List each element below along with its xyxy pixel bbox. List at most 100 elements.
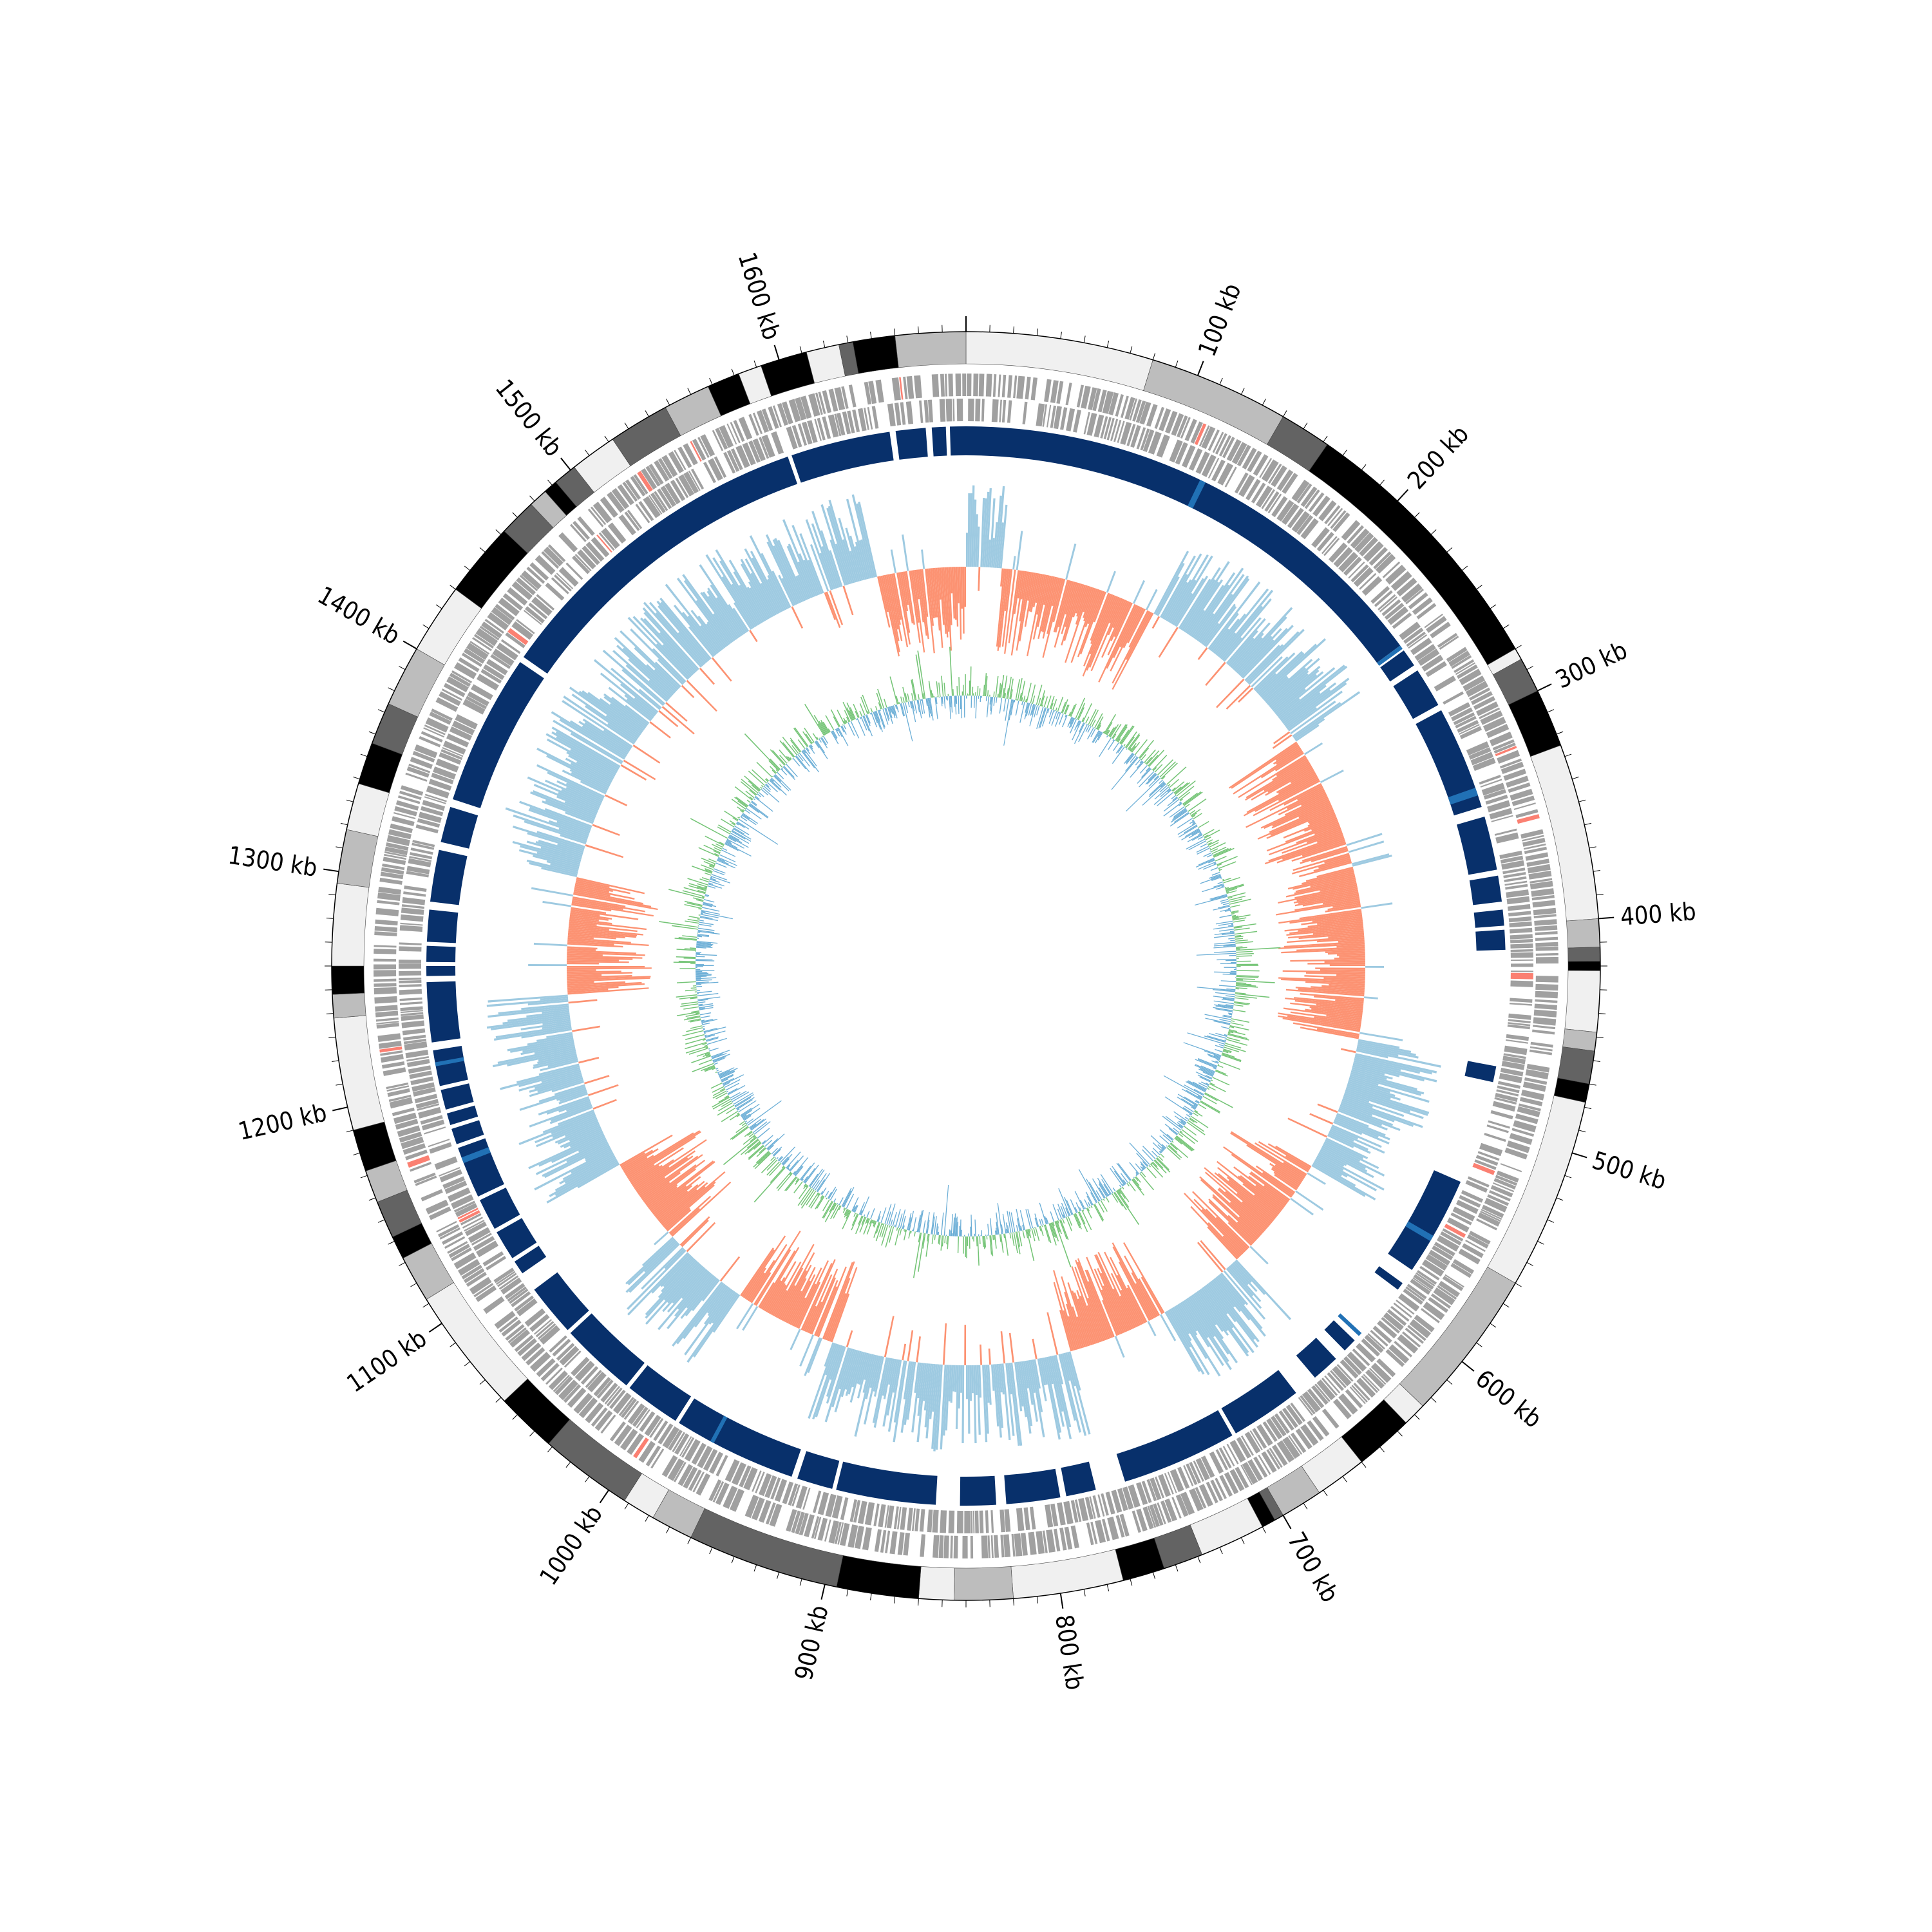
- gc-skew-bar: [1171, 555, 1213, 625]
- gc-content-bar: [690, 818, 728, 839]
- gc-skew-bar: [1258, 652, 1305, 696]
- gc-content-bar: [922, 693, 925, 699]
- gc-skew-bar: [786, 1267, 816, 1323]
- gc-content-bar: [1193, 1112, 1198, 1117]
- gc-content-bar: [730, 1113, 740, 1121]
- gc-skew-bar: [1347, 1084, 1391, 1100]
- gene-feature: [1195, 1486, 1207, 1509]
- gc-content-bar: [1046, 695, 1052, 708]
- similarity-block-35: [426, 909, 459, 943]
- gc-content-bar: [844, 1209, 848, 1215]
- gene-feature: [413, 1172, 436, 1184]
- gc-content-bar: [1075, 1202, 1081, 1212]
- gc-content-bar: [1150, 1135, 1166, 1150]
- gc-content-bar: [1106, 730, 1110, 735]
- gene-feature: [462, 699, 486, 715]
- gc-content-bar: [1170, 1143, 1178, 1151]
- gc-content-bar: [748, 770, 765, 786]
- gene-feature: [545, 582, 565, 601]
- gc-content-bar: [822, 1200, 833, 1218]
- gc-skew-bar: [708, 596, 739, 639]
- gc-skew-bar: [1240, 1175, 1284, 1209]
- gene-feature: [1535, 956, 1558, 964]
- gene-feature: [828, 388, 838, 412]
- gc-skew-bar: [656, 600, 709, 662]
- minor-tick: [1303, 422, 1308, 430]
- gc-skew-bar: [1184, 1299, 1232, 1370]
- gc-skew-bar: [932, 568, 938, 618]
- gc-skew-bar: [1199, 1176, 1264, 1235]
- gene-feature: [1210, 1479, 1223, 1502]
- gene-feature: [423, 727, 445, 738]
- gc-content-bar: [1078, 1169, 1098, 1203]
- gc-content-bar: [1134, 739, 1148, 755]
- gene-feature: [939, 399, 946, 422]
- gc-content-bar: [1182, 1106, 1193, 1114]
- gene-feature: [1531, 895, 1555, 901]
- gc-skew-bar: [1304, 975, 1365, 979]
- tick-label-900: 900 kb: [790, 1603, 834, 1683]
- gene-feature: [1314, 1383, 1331, 1403]
- gc-skew-bar: [535, 1139, 607, 1175]
- gc-content-bar: [701, 1019, 714, 1023]
- similarity-accent-3: [1405, 1221, 1434, 1242]
- gc-skew-bar: [1017, 570, 1023, 599]
- gc-content-bar: [1084, 1199, 1089, 1208]
- gc-skew-bar: [1287, 706, 1318, 730]
- gene-feature: [852, 409, 860, 433]
- gc-content-bar: [1204, 1050, 1221, 1057]
- gene-feature: [465, 696, 488, 710]
- gene-feature: [519, 574, 538, 591]
- gc-content-bar: [1036, 705, 1040, 715]
- gene-feature: [1416, 1272, 1435, 1287]
- gene-feature: [500, 639, 521, 654]
- gc-skew-bar: [1061, 1353, 1071, 1381]
- gc-content-bar: [1236, 956, 1237, 958]
- gc-skew-bar: [744, 548, 781, 614]
- tick-label-1200: 1200 kb: [236, 1098, 330, 1146]
- gc-skew-bar: [893, 1360, 907, 1443]
- gc-content-bar: [752, 769, 767, 784]
- gc-skew-bar: [623, 1157, 648, 1173]
- gc-content-bar: [1231, 961, 1236, 963]
- gene-feature: [1264, 491, 1280, 512]
- gc-content-bar: [739, 1121, 745, 1126]
- gc-skew-bar: [1319, 1150, 1347, 1166]
- gene-feature: [1513, 1120, 1537, 1133]
- gc-content-bar: [965, 1236, 966, 1257]
- gc-content-bar: [699, 878, 709, 883]
- gc-skew-bar: [1155, 563, 1185, 616]
- similarity-block-0: [966, 426, 1401, 663]
- gc-skew-bar: [1324, 960, 1365, 963]
- gene-feature: [374, 926, 398, 933]
- similarity-block-38: [453, 661, 544, 808]
- gc-content-bar: [696, 976, 707, 978]
- gc-skew-bar: [639, 1155, 699, 1198]
- gc-skew-bar: [1110, 601, 1130, 641]
- gc-skew-bar: [1227, 1177, 1277, 1218]
- gc-content-bar: [1099, 1187, 1106, 1198]
- gc-content-bar: [848, 722, 855, 736]
- gene-feature: [802, 1488, 811, 1510]
- gc-content-bar: [945, 1235, 947, 1236]
- gene-feature: [1304, 489, 1320, 509]
- gc-skew-bar: [987, 539, 991, 568]
- gc-skew-bar: [527, 776, 600, 810]
- gc-skew-bar: [625, 705, 650, 724]
- gc-content-bar: [1116, 726, 1128, 743]
- gc-skew-bar: [1336, 944, 1365, 948]
- gc-content-bar: [1117, 1189, 1121, 1194]
- gc-skew-bar: [649, 721, 671, 739]
- gc-content-bar: [984, 673, 987, 697]
- gc-skew-bar: [568, 928, 638, 936]
- gc-skew-bar: [1199, 575, 1249, 643]
- gene-feature: [439, 1227, 461, 1240]
- gc-content-bar: [1148, 772, 1156, 781]
- gc-skew-bar: [577, 1162, 620, 1189]
- gene-feature: [1182, 445, 1196, 468]
- gc-skew-bar: [1077, 1258, 1110, 1340]
- gene-feature: [577, 516, 595, 536]
- gc-content-bar: [1222, 1015, 1232, 1019]
- gc-content-bar: [951, 1214, 953, 1236]
- gc-skew-bar: [1083, 594, 1113, 667]
